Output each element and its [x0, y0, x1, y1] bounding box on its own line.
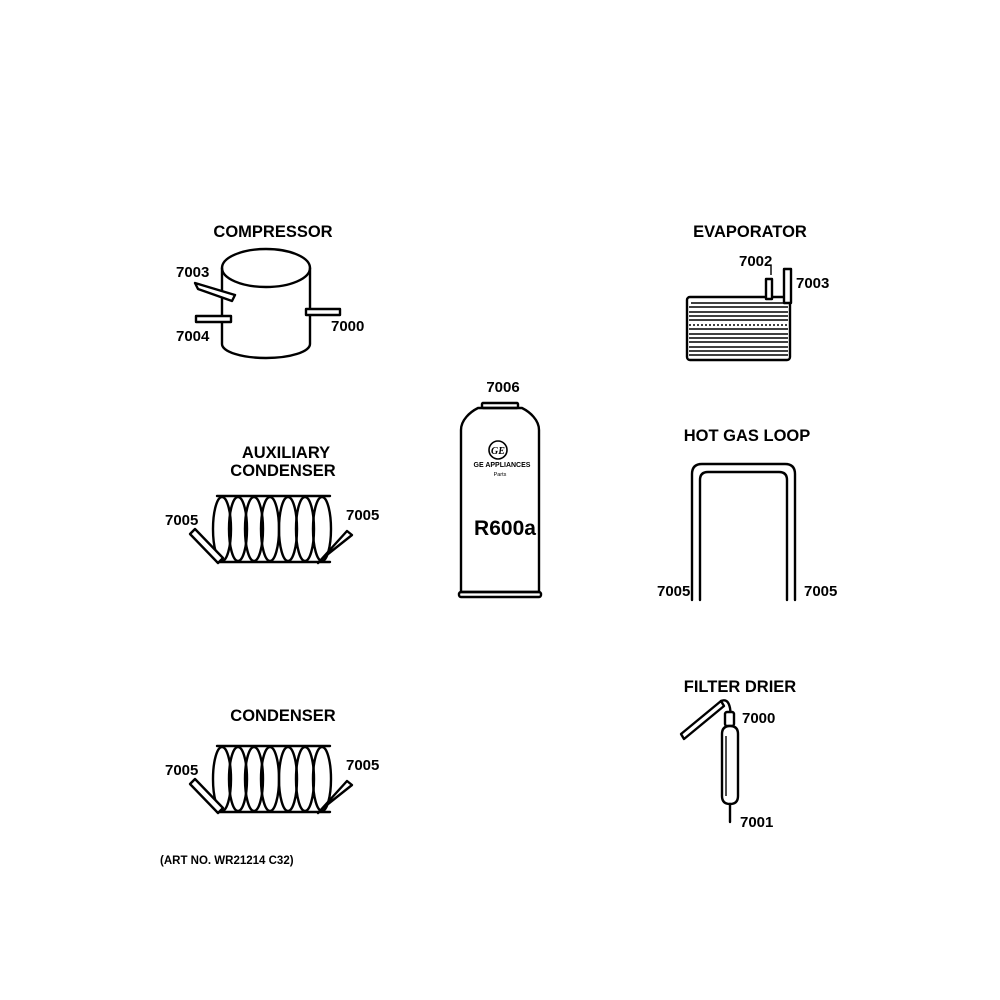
filter-drier-group: FILTER DRIER 7000 7001	[679, 678, 797, 831]
art-number: (ART NO. WR21214 C32)	[160, 855, 294, 867]
hot-gas-loop-part-7005-left: 7005	[657, 583, 690, 600]
filter-drier-drawing	[679, 699, 740, 824]
hot-gas-loop-part-7005-right: 7005	[804, 583, 837, 600]
refrigerant-brand: GE APPLIANCES	[474, 462, 531, 469]
hot-gas-loop-group: HOT GAS LOOP 7005 7005	[657, 427, 837, 602]
evaporator-part-7002: 7002	[739, 253, 772, 270]
refrigerant-group: 7006 GE GE APPLIANCES Parts R600a	[457, 379, 543, 599]
condenser-drawing	[188, 744, 354, 815]
hot-gas-loop-drawing	[690, 462, 797, 602]
aux-condenser-title-line1: AUXILIARY	[242, 444, 330, 462]
ge-logo-icon: GE	[488, 440, 508, 460]
aux-condenser-drawing	[188, 494, 354, 565]
evaporator-title: EVAPORATOR	[693, 223, 807, 241]
compressor-title: COMPRESSOR	[213, 223, 332, 241]
evaporator-drawing	[685, 266, 793, 362]
hot-gas-loop-title: HOT GAS LOOP	[684, 427, 811, 445]
evaporator-group: EVAPORATOR 7002 7003	[685, 223, 829, 362]
compressor-part-7003: 7003	[176, 264, 209, 281]
filter-drier-title: FILTER DRIER	[684, 678, 797, 696]
aux-condenser-title-line2: CONDENSER	[230, 462, 336, 480]
refrigerant-can-drawing	[457, 401, 543, 599]
condenser-title: CONDENSER	[230, 707, 336, 725]
filter-drier-part-7000: 7000	[742, 710, 775, 727]
refrigerant-part-7006: 7006	[486, 379, 519, 396]
aux-condenser-part-7005-right: 7005	[346, 507, 379, 524]
refrigerant-gas-label: R600a	[474, 517, 536, 540]
compressor-drawing	[193, 247, 342, 360]
compressor-group: COMPRESSOR 7003 7004 7000	[176, 223, 364, 360]
evaporator-part-7003: 7003	[796, 275, 829, 292]
condenser-group: CONDENSER 7005 7005	[165, 707, 379, 815]
condenser-part-7005-left: 7005	[165, 762, 198, 779]
refrigerant-brand-sub: Parts	[494, 472, 507, 478]
compressor-part-7004: 7004	[176, 328, 210, 345]
compressor-part-7000: 7000	[331, 318, 364, 335]
aux-condenser-part-7005-left: 7005	[165, 512, 198, 529]
svg-text:GE: GE	[491, 446, 505, 457]
condenser-part-7005-right: 7005	[346, 757, 379, 774]
aux-condenser-group: AUXILIARY CONDENSER 7005 7005	[165, 444, 379, 565]
filter-drier-part-7001: 7001	[740, 814, 773, 831]
